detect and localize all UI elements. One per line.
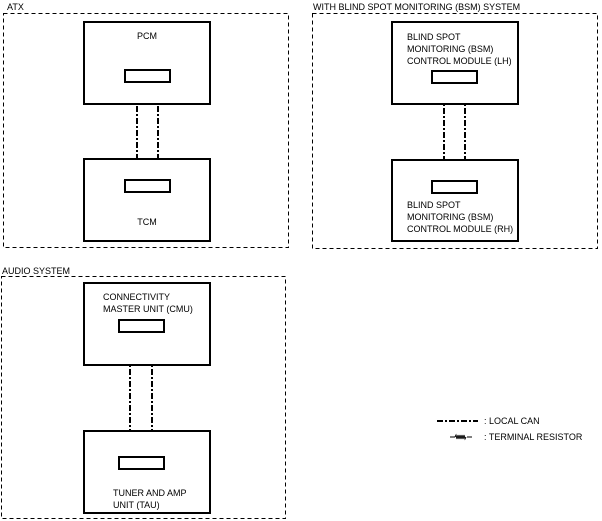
module-label: TCM (137, 217, 157, 227)
module-tau: TUNER AND AMP UNIT (TAU) (83, 430, 211, 514)
module-label-line: CONTROL MODULE (RH) (407, 224, 514, 234)
module-label-line: MONITORING (BSM) (407, 212, 494, 222)
module-label-line: BLIND SPOT (407, 32, 461, 42)
legend-local-can-label: : LOCAL CAN (484, 416, 540, 426)
group-title-atx: ATX (7, 2, 24, 12)
module-label: PCM (137, 31, 157, 41)
module-label-line: CONTROL MODULE (LH) (407, 56, 512, 66)
module-tcm: TCM (83, 158, 211, 242)
group-title-bsm: WITH BLIND SPOT MONITORING (BSM) SYSTEM (313, 2, 521, 12)
module-label-line: MONITORING (BSM) (407, 44, 494, 54)
module-bsm-lh: BLIND SPOT MONITORING (BSM) CONTROL MODU… (391, 21, 519, 105)
module-bsm-rh: BLIND SPOT MONITORING (BSM) CONTROL MODU… (391, 159, 519, 242)
legend-terminal-resistor-icon (450, 433, 472, 441)
module-label-line: BLIND SPOT (407, 200, 461, 210)
connector (118, 456, 165, 470)
group-title-audio: AUDIO SYSTEM (2, 266, 71, 276)
connector (124, 179, 171, 193)
connector (431, 70, 478, 84)
module-label-line: MASTER UNIT (CMU) (103, 304, 193, 314)
module-label-line: TUNER AND AMP (113, 488, 187, 498)
connector (124, 69, 171, 83)
connector (431, 180, 478, 194)
legend-terminal-resistor-label: : TERMINAL RESISTOR (484, 432, 583, 442)
module-label-line: UNIT (TAU) (113, 500, 160, 510)
module-label-line: CONNECTIVITY (103, 292, 171, 302)
connector (118, 319, 165, 333)
module-pcm: PCM (83, 21, 211, 105)
